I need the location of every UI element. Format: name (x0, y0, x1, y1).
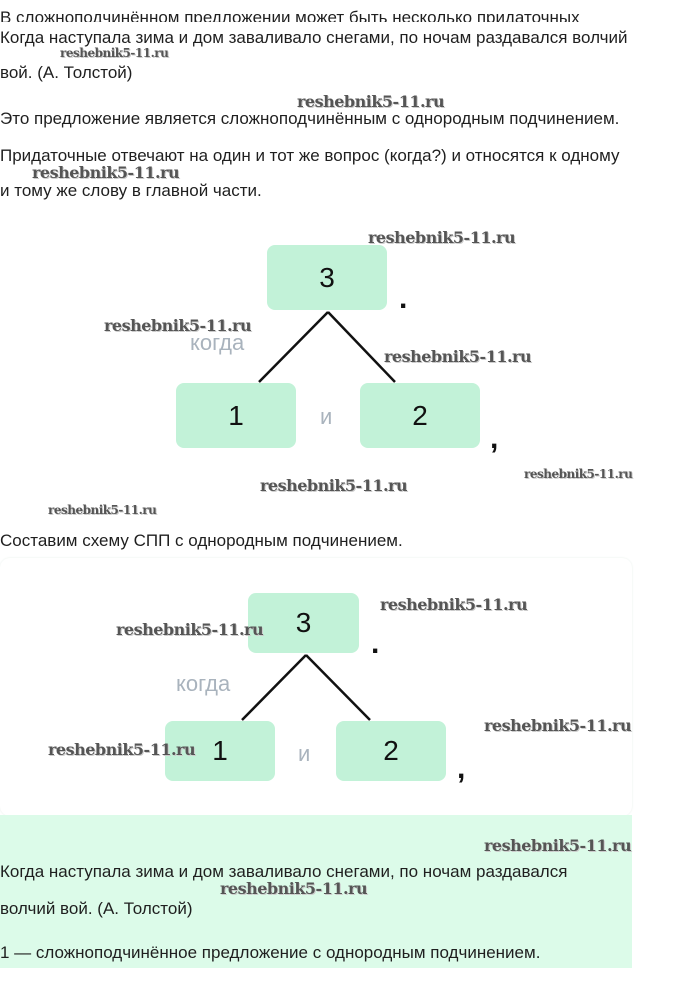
scheme-main-box: 3 (248, 593, 359, 653)
watermark: reshebnik5-11.ru (484, 716, 632, 735)
branch-line (241, 654, 307, 721)
answer-line-2: волчий вой. (А. Толстой) (0, 899, 193, 918)
scheme-intro: Составим схему СПП с однородным подчинен… (0, 531, 403, 550)
scheme-sub-box-2: 2 (336, 721, 446, 781)
watermark: reshebnik5-11.ru (297, 92, 445, 111)
statement: Это предложение является сложноподчинённ… (0, 109, 620, 128)
answer-line-1: Когда наступала зима и дом заваливало сн… (0, 862, 568, 881)
sub-clause-box-1: 1 (176, 383, 296, 448)
watermark: reshebnik5-11.ru (384, 347, 532, 366)
watermark: reshebnik5-11.ru (484, 836, 632, 855)
scheme-sub-box-1: 1 (165, 721, 275, 781)
branch-line (258, 311, 329, 383)
scheme-and-label: и (298, 741, 311, 766)
answer-panel (0, 815, 632, 968)
clipped-line: В сложноподчинённом предложении может бы… (0, 0, 680, 22)
example-line-1: Когда наступала зима и дом заваливало сн… (0, 28, 628, 47)
scheme-conjunction-label: когда (176, 671, 231, 696)
watermark: reshebnik5-11.ru (48, 503, 157, 517)
watermark: reshebnik5-11.ru (524, 467, 633, 481)
explain-line-2: и тому же слову в главной части. (0, 181, 262, 200)
conjunction-label: когда (190, 330, 245, 355)
watermark: reshebnik5-11.ru (260, 476, 408, 495)
explain-line-1: Придаточные отвечают на один и тот же во… (0, 146, 620, 165)
watermark: reshebnik5-11.ru (60, 46, 169, 60)
watermark: reshebnik5-11.ru (380, 595, 528, 614)
branch-line (327, 311, 396, 383)
branch-line (305, 654, 371, 721)
main-clause-box: 3 (267, 245, 387, 310)
and-label: и (320, 404, 333, 429)
sub-clause-box-2: 2 (360, 383, 480, 448)
answer-line-3: 1 — сложноподчинённое предложение с одно… (0, 943, 541, 962)
period-mark: . (399, 282, 408, 315)
comma-mark: , (490, 422, 499, 455)
watermark: reshebnik5-11.ru (220, 879, 368, 898)
intro-text: В сложноподчинённом предложении может бы… (0, 8, 580, 22)
watermark: reshebnik5-11.ru (116, 620, 264, 639)
watermark: reshebnik5-11.ru (48, 740, 196, 759)
watermark: reshebnik5-11.ru (104, 316, 252, 335)
watermark: reshebnik5-11.ru (368, 228, 516, 247)
scheme-period: . (371, 627, 380, 660)
example-line-2: вой. (А. Толстой) (0, 63, 133, 82)
scheme-comma: , (457, 752, 466, 785)
watermark: reshebnik5-11.ru (32, 163, 180, 182)
